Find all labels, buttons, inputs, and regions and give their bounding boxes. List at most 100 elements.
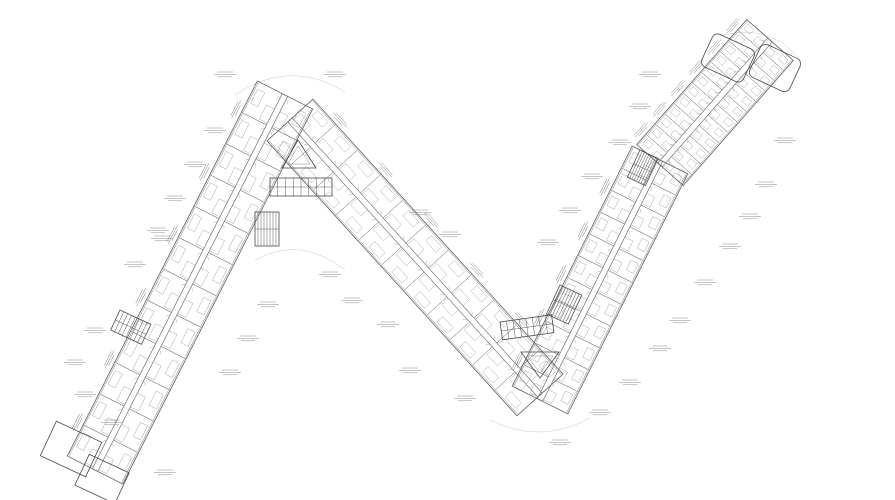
balcony-line [450,340,473,365]
door-swing [507,368,513,371]
bed [734,34,745,45]
bathroom [734,56,746,69]
bathroom [211,198,228,218]
end-pavilion-3 [701,33,755,83]
bathroom [256,142,273,162]
bathroom [98,455,114,474]
bathroom [697,98,710,110]
annotation-label [377,321,399,328]
door-swing [348,193,354,196]
bathroom [148,323,164,343]
annotation-label [204,127,226,134]
bed [171,245,186,264]
bathroom [100,417,117,436]
door-swing [212,221,218,224]
bathroom [293,113,311,131]
balcony-line [359,240,382,265]
annotation-label [399,367,421,374]
door-swing [651,161,656,164]
wing-outline [266,98,564,417]
door-swing [174,318,177,323]
balcony-line [405,290,427,315]
door-swing [668,159,670,164]
door-swing [562,361,565,366]
bathroom [486,348,505,367]
balcony-line [84,394,101,425]
door-swing [371,218,377,221]
bathroom [240,174,257,193]
unit-room [566,254,604,290]
site-arcs [234,32,801,433]
bathroom [663,160,675,172]
bed [379,185,397,203]
door-swing [228,190,234,193]
bathroom [543,389,557,404]
bathroom [316,138,334,156]
bathroom [327,173,346,192]
bed [516,335,533,353]
door-swing [607,249,612,251]
bathroom [243,135,259,155]
bathroom [681,139,694,151]
door-swing [485,343,490,346]
bed [606,195,620,210]
bed [212,265,227,285]
bed [628,152,642,166]
door-swing [677,149,680,154]
unit-room [473,298,518,344]
door-swing [705,117,707,123]
unit-room [588,211,625,247]
bed [277,141,295,159]
bathroom [595,251,609,267]
door-swing [448,285,450,291]
bed [560,390,574,405]
balcony-line [137,421,153,452]
bed [259,172,275,191]
balcony-line [279,140,296,171]
bathroom [225,205,241,224]
door-swing [724,81,729,84]
bed [180,328,196,347]
annotation-label [649,345,671,352]
balcony-line [211,144,227,175]
stair-core-1 [110,309,152,345]
annotation-label [669,317,691,324]
unit-room [737,19,769,49]
room-label [634,122,649,138]
unit-room [380,246,425,292]
annotation-label [537,239,559,246]
annotation-label [237,335,259,342]
door-swing [334,160,337,166]
door-swing [714,107,716,112]
bathroom [418,273,436,292]
bed [677,168,688,180]
balcony-line [643,239,654,260]
bed [617,173,631,188]
bathroom [114,424,130,443]
balcony-line [248,202,264,233]
balcony-line [184,327,201,358]
atrium-1 [281,139,317,169]
bathroom [161,330,178,349]
balcony-line [730,31,739,41]
balcony-line [216,265,232,296]
annotation-label [409,209,431,216]
door-swing [696,113,702,115]
annotation-label [549,439,571,446]
balcony-line [179,207,196,238]
balcony-line [357,150,380,175]
unit-room [403,271,448,317]
balcony-line [336,215,359,240]
bathroom [752,36,765,48]
door-swing [705,102,711,104]
bed [593,325,606,340]
bathroom [754,56,767,68]
unit-room [98,361,141,407]
bathroom [584,273,598,289]
bed [626,259,639,274]
annotation-label [324,71,346,78]
room-labels [64,71,796,476]
bed [218,151,234,170]
door-swing [564,336,569,339]
bed [291,109,307,128]
